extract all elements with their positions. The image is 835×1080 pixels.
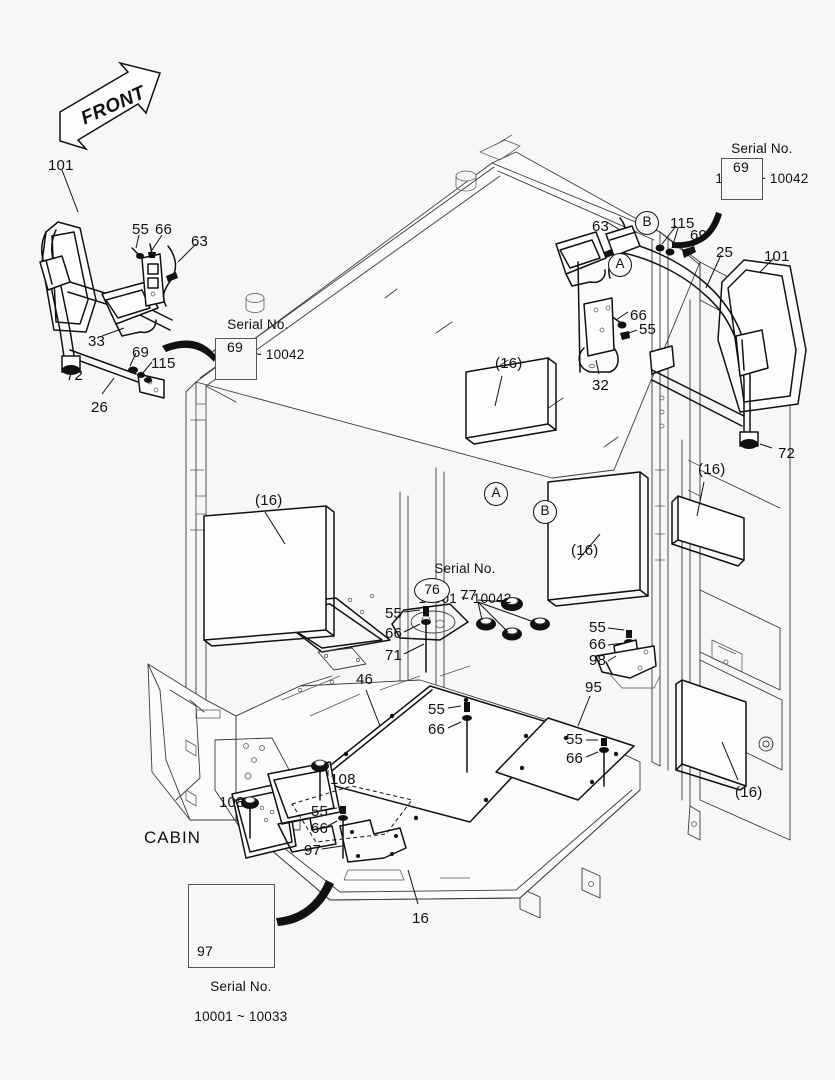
callout-55-mat: 55 — [385, 605, 403, 622]
callout-46: 46 — [356, 671, 374, 688]
callout-69-right: 69 — [690, 227, 708, 244]
glass-panel-group — [203, 357, 747, 791]
callout-63-left: 63 — [191, 233, 209, 250]
left-serial-pointer — [162, 340, 216, 362]
floor-fastener-group-right — [577, 627, 661, 787]
badge-A-cab: A — [484, 482, 508, 506]
callout-77: 77 — [460, 587, 478, 604]
serial-note-bottom: Serial No. 10001 ~ 10033 — [168, 964, 298, 1040]
callout-98: 98 — [589, 652, 607, 669]
callout-16-center-panel: (16) — [571, 542, 599, 559]
callout-101-left: 101 — [48, 157, 74, 174]
callout-95: 95 — [585, 679, 603, 696]
callout-66-floor: 66 — [428, 721, 446, 738]
callout-66-mat: 66 — [385, 625, 403, 642]
serial-line1: Serial No. — [210, 979, 272, 995]
serial-line1: Serial No. — [434, 561, 496, 577]
callout-16-bottom: 16 — [412, 910, 430, 927]
callout-72-left: 72 — [66, 367, 84, 384]
callout-97-lower: 97 — [304, 842, 322, 859]
callout-16-left-panel: (16) — [255, 492, 283, 509]
front-lower-group — [231, 759, 419, 905]
serial-box-right-ref: 69 — [733, 159, 749, 175]
badge-76: 76 — [414, 578, 450, 603]
left-mirror-icon — [39, 169, 197, 399]
bottom-serial-pointer — [276, 880, 334, 926]
serial-box-bottom-ref: 97 — [197, 943, 213, 959]
serial-line2: 10001 ~ 10033 — [194, 1009, 288, 1025]
callout-16-right-upper: (16) — [698, 461, 726, 478]
callout-25-right: 25 — [716, 244, 734, 261]
badge-B-right-mirror: B — [635, 211, 659, 235]
callout-55-lower: 55 — [311, 803, 329, 820]
callout-16-right-lower: (16) — [735, 784, 763, 801]
callout-108-b: 108 — [219, 794, 245, 811]
callout-115-left: 115 — [151, 355, 176, 372]
serial-line1: Serial No. — [227, 317, 289, 333]
callout-71-mat: 71 — [385, 647, 403, 664]
callout-55-mat-r: 55 — [566, 731, 584, 748]
callout-33-left: 33 — [88, 333, 106, 350]
callout-26-left: 26 — [91, 399, 109, 416]
cabin-title: CABIN — [144, 828, 201, 847]
serial-line1: Serial No. — [731, 141, 793, 157]
callout-66-lower: 66 — [311, 820, 329, 837]
serial-box-bottom — [188, 884, 275, 968]
serial-note-center: Serial No. 10001 ~ 10042 — [392, 546, 522, 622]
floor-fastener-group-center — [365, 597, 550, 773]
serial-box-left — [215, 338, 257, 380]
callout-101-right: 101 — [764, 248, 790, 265]
callout-66-mat-r: 66 — [566, 750, 584, 767]
callout-63-right: 63 — [592, 218, 610, 235]
callout-72-right: 72 — [778, 445, 796, 462]
callout-55-right: 55 — [639, 321, 657, 338]
callout-16-upper-center: (16) — [495, 355, 523, 372]
callout-66-left: 66 — [155, 221, 173, 238]
badge-A-right-mirror: A — [608, 253, 632, 277]
front-arrow-icon — [59, 61, 161, 151]
callout-55-left: 55 — [132, 221, 150, 238]
callout-32-right: 32 — [592, 377, 610, 394]
badge-B-cab: B — [533, 500, 557, 524]
callout-69-left: 69 — [132, 344, 150, 361]
serial-box-left-ref: 69 — [227, 339, 243, 355]
right-serial-pointer — [672, 212, 722, 249]
callout-66-right: 66 — [630, 307, 648, 324]
callout-55-floor: 55 — [428, 701, 446, 718]
callout-108-a: 108 — [330, 771, 356, 788]
serial-box-right — [721, 158, 763, 200]
right-mirror-icon — [555, 217, 807, 449]
callout-115-right: 115 — [670, 215, 695, 232]
callout-55-bracket: 55 — [589, 619, 607, 636]
callout-66-bracket: 66 — [589, 636, 607, 653]
